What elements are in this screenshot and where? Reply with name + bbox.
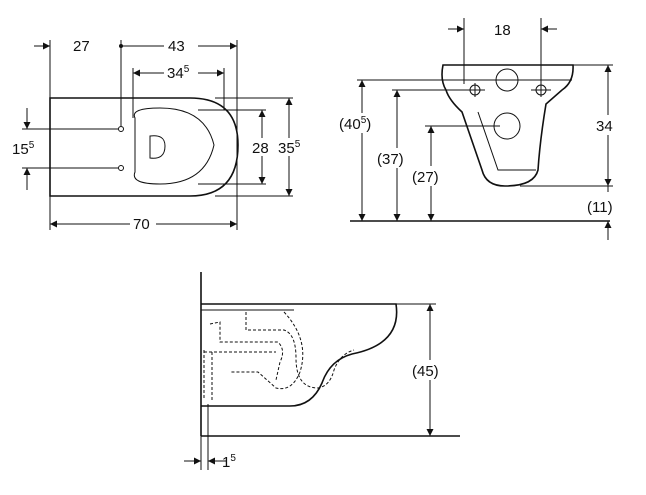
dim-label-28: 28 <box>252 140 269 157</box>
dim-label-18: 18 <box>494 22 511 39</box>
top-fixing-hole-lower <box>118 165 124 171</box>
top-seat-inner <box>149 135 166 159</box>
side-hidden-trap <box>245 312 355 389</box>
front-inner-line <box>477 111 536 171</box>
side-bowl-outline <box>201 303 398 407</box>
side-hidden-outlet <box>209 321 284 381</box>
dim-label-45: (45) <box>412 363 439 380</box>
top-view: 27 43 345 155 28 355 70 <box>12 36 306 233</box>
front-view: 18 (405) (37) (27) 34 (11) <box>337 18 622 240</box>
top-seat-outline <box>133 107 215 185</box>
top-fixing-hole-upper <box>118 126 124 132</box>
dim-label-34-front: 34 <box>596 118 613 135</box>
dim-label-43: 43 <box>168 38 185 55</box>
side-hidden-trap-inner <box>230 311 304 390</box>
dim-label-34-5: 345 <box>167 64 190 82</box>
side-hidden-outlet-lower <box>203 350 276 400</box>
dim-label-11: (11) <box>587 199 613 216</box>
top-bowl-outline <box>49 97 239 197</box>
dim-label-70: 70 <box>133 216 150 233</box>
dim-label-27-front: (27) <box>412 169 439 186</box>
dim-label-1-5: 15 <box>222 453 236 471</box>
side-view: (45) 15 <box>184 272 460 471</box>
dim-label-15-5: 155 <box>12 140 35 158</box>
dim-label-27: 27 <box>73 38 90 55</box>
dim-label-40-5: (405) <box>339 115 371 133</box>
dim-label-35-5: 355 <box>278 139 301 157</box>
dim-label-37: (37) <box>377 151 404 168</box>
